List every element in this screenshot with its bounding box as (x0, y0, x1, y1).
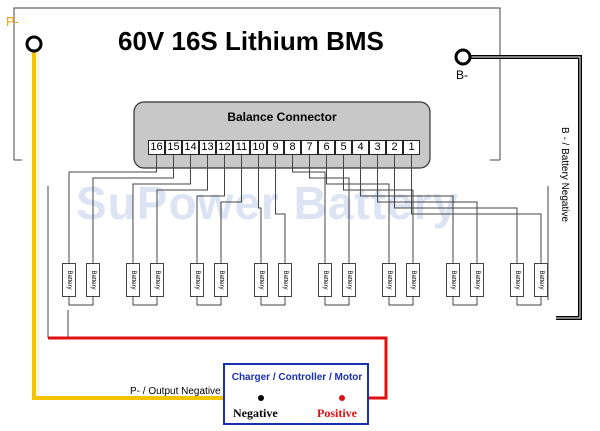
balance-pin-2: 2 (386, 140, 403, 155)
battery-cell: Battery (86, 263, 100, 297)
balance-wires (47, 155, 549, 300)
battery-cell: Battery (470, 263, 484, 297)
balance-pin-16: 16 (148, 140, 165, 155)
balance-pin-4: 4 (352, 140, 369, 155)
balance-pin-7: 7 (301, 140, 318, 155)
b-minus-terminal (454, 48, 472, 66)
battery-cell: Battery (318, 263, 332, 297)
battery-cell: Battery (150, 263, 164, 297)
load-box (223, 363, 369, 425)
balance-pin-11: 11 (233, 140, 250, 155)
balance-pin-1: 1 (403, 140, 420, 155)
balance-pin-9: 9 (267, 140, 284, 155)
p-minus-wire-label: P- / Output Negative (130, 386, 221, 397)
p-minus-label: P- (6, 14, 19, 29)
balance-pin-3: 3 (369, 140, 386, 155)
bms-board-outline (13, 7, 501, 160)
battery-cell: Battery (126, 263, 140, 297)
battery-cell: Battery (62, 263, 76, 297)
battery-cell: Battery (254, 263, 268, 297)
positive-label: Positive (317, 406, 357, 420)
b-minus-label: B- (456, 68, 468, 82)
battery-cell: Battery (190, 263, 204, 297)
balance-pin-8: 8 (284, 140, 301, 155)
load-box-title: Charger / Controller / Motor (231, 372, 363, 383)
balance-pin-10: 10 (250, 140, 267, 155)
battery-cell: Battery (534, 263, 548, 297)
balance-pin-15: 15 (165, 140, 182, 155)
balance-pin-6: 6 (318, 140, 335, 155)
negative-label: Negative (233, 406, 278, 420)
b-minus-wire-label: B - / Battery Negative (559, 127, 570, 223)
battery-cell: Battery (406, 263, 420, 297)
battery-cell: Battery (382, 263, 396, 297)
negative-terminal (258, 395, 264, 401)
battery-cell: Battery (278, 263, 292, 297)
battery-cell: Battery (446, 263, 460, 297)
battery-cell: Battery (214, 263, 228, 297)
positive-wire (48, 336, 388, 400)
balance-pin-13: 13 (199, 140, 216, 155)
balance-pin-5: 5 (335, 140, 352, 155)
balance-pin-12: 12 (216, 140, 233, 155)
p-minus-wire (32, 44, 226, 400)
p-minus-terminal (25, 35, 43, 53)
balance-pin-14: 14 (182, 140, 199, 155)
battery-cell: Battery (342, 263, 356, 297)
positive-terminal (339, 395, 345, 401)
balance-connector-title: Balance Connector (227, 110, 337, 124)
diagram-title: 60V 16S Lithium BMS (118, 26, 384, 56)
battery-cell: Battery (510, 263, 524, 297)
